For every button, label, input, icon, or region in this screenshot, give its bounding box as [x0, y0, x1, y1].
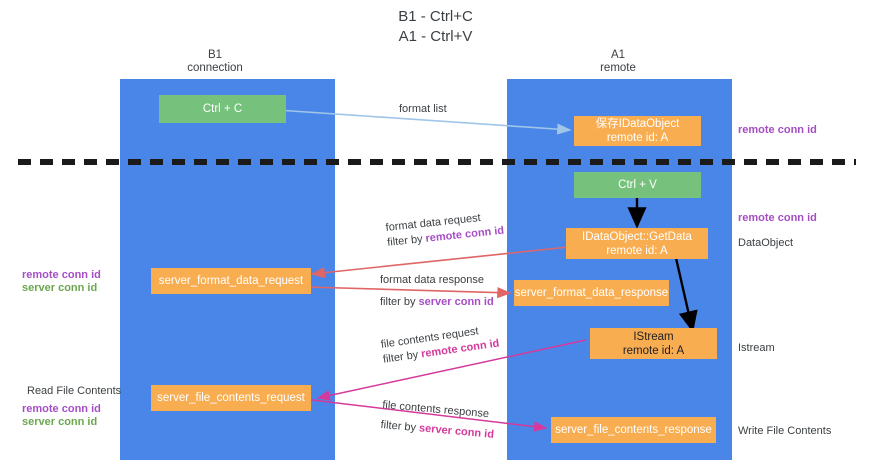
node-server-format-data-response[interactable]: server_format_data_response: [514, 280, 669, 306]
title-line-2: A1 - Ctrl+V: [398, 28, 473, 45]
title-line-1: B1 - Ctrl+C: [398, 8, 473, 25]
annotation-left-remote-conn-id-2: remote conn id: [22, 403, 101, 415]
node-ctrl-c-label: Ctrl + C: [202, 103, 243, 115]
column-header-b1-name: B1: [207, 49, 223, 61]
edge-label-file-contents-response: file contents response filter by server …: [380, 398, 496, 443]
annotation-left-server-conn-id-1: server conn id: [22, 282, 98, 294]
page-title: B1 - Ctrl+C A1 - Ctrl+V: [0, 7, 871, 47]
edge-label-format-data-response-filter: filter by server conn id: [380, 295, 494, 310]
edge-label-format-data-request: format data request filter by remote con…: [385, 209, 505, 251]
node-server-format-data-request-label: server_format_data_request: [158, 275, 304, 287]
node-save-dataobject[interactable]: 保存IDataObject remote id: A: [574, 116, 701, 146]
node-istream-line2: remote id: A: [622, 344, 685, 357]
column-header-a1-name: A1: [610, 49, 626, 61]
edge-label-format-data-response-text: format data response: [380, 274, 484, 286]
node-server-file-contents-request[interactable]: server_file_contents_request: [151, 385, 311, 411]
filter-key-server-conn-id: server conn id: [418, 296, 494, 308]
node-server-format-data-response-label: server_format_data_response: [514, 287, 669, 299]
annotation-left-remote-conn-id-1: remote conn id: [22, 269, 101, 281]
node-save-dataobject-line2: remote id: A: [606, 132, 669, 144]
node-save-dataobject-line1: 保存IDataObject: [595, 118, 680, 130]
node-server-file-contents-response-label: server_file_contents_response: [555, 424, 712, 436]
node-getdata-line1: IDataObject::GetData: [582, 230, 692, 243]
node-ctrl-c[interactable]: Ctrl + C: [159, 95, 286, 123]
node-istream[interactable]: IStream remote id: A: [590, 328, 717, 359]
filter-prefix: filter by: [380, 296, 419, 308]
node-ctrl-v-label: Ctrl + V: [618, 179, 657, 191]
node-getdata-line2: remote id: A: [606, 244, 668, 257]
column-header-a1-role: remote: [600, 62, 636, 74]
node-server-file-contents-request-label: server_file_contents_request: [157, 392, 305, 404]
edge-label-format-data-response: format data response filter by server co…: [380, 273, 494, 310]
annotation-right-istream: Istream: [738, 342, 775, 354]
filter-prefix: filter by: [382, 348, 423, 366]
node-server-file-contents-response[interactable]: server_file_contents_response: [551, 417, 716, 443]
node-ctrl-v[interactable]: Ctrl + V: [574, 172, 701, 198]
node-istream-line1: IStream: [633, 330, 674, 343]
annotation-left-read-file-contents: Read File Contents: [27, 385, 122, 397]
annotation-right-remote-conn-id-mid: remote conn id: [738, 212, 817, 224]
column-header-b1: B1 connection: [155, 49, 275, 75]
edge-label-file-contents-request: file contents request filter by remote c…: [380, 322, 500, 368]
annotation-right-remote-conn-id-top: remote conn id: [738, 124, 817, 136]
annotation-left-server-conn-id-2: server conn id: [22, 416, 98, 428]
annotation-right-write-file-contents: Write File Contents: [738, 425, 832, 437]
edge-label-format-list: format list: [399, 102, 447, 117]
edge-label-file-contents-response-filter: filter by server conn id: [380, 418, 495, 443]
annotation-right-dataobject: DataObject: [738, 237, 794, 249]
filter-key-server-conn-id: server conn id: [418, 422, 495, 441]
column-header-b1-role: connection: [187, 62, 243, 74]
edge-label-format-list-text: format list: [399, 103, 447, 115]
node-server-format-data-request[interactable]: server_format_data_request: [151, 268, 311, 294]
filter-prefix: filter by: [380, 418, 420, 435]
node-getdata[interactable]: IDataObject::GetData remote id: A: [566, 228, 708, 259]
filter-prefix: filter by: [386, 232, 427, 249]
column-header-a1: A1 remote: [558, 49, 678, 75]
